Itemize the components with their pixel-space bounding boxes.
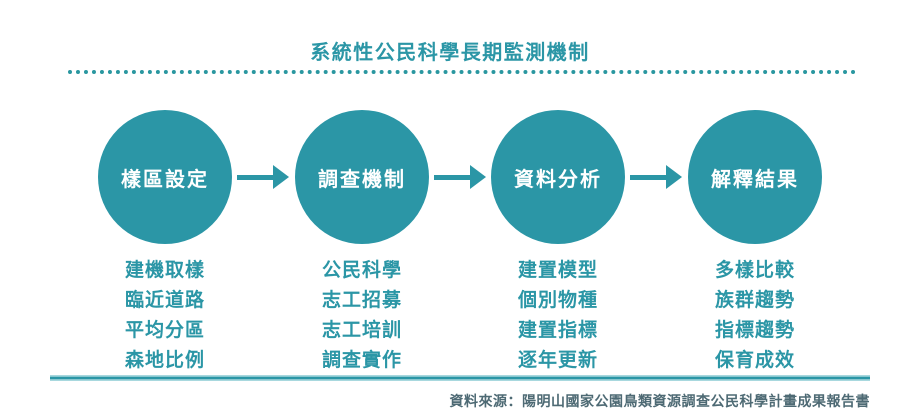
stage-circle-1: 樣區設定 xyxy=(98,110,232,244)
stage-circle-4: 解釋結果 xyxy=(688,110,822,244)
stage-item: 調查實作 xyxy=(321,350,402,371)
stage-label: 調查機制 xyxy=(318,168,406,191)
stage-item: 森地比例 xyxy=(124,350,205,371)
arrow-shaft xyxy=(630,174,666,180)
flow-arrow-icon xyxy=(237,165,289,189)
bottom-divider xyxy=(50,375,870,381)
dotted-divider xyxy=(68,70,856,74)
arrow-head xyxy=(470,165,486,189)
arrow-shaft xyxy=(434,174,470,180)
stage-label: 樣區設定 xyxy=(121,168,209,191)
arrow-head xyxy=(273,165,289,189)
stage-items-3: 建置模型 個別物種 建置指標 逐年更新 xyxy=(481,256,635,376)
stage-item: 保育成效 xyxy=(714,350,795,371)
source-note: 資料來源：陽明山國家公園鳥類資源調查公民科學計畫成果報告書 xyxy=(449,393,870,409)
stage-circle-2: 調查機制 xyxy=(295,110,429,244)
stage-item: 個別物種 xyxy=(517,290,598,311)
stage-circle-3: 資料分析 xyxy=(491,110,625,244)
stage-item: 族群趨勢 xyxy=(714,290,795,311)
arrow-head xyxy=(666,165,682,189)
flow-arrow-icon xyxy=(434,165,486,189)
arrow-shaft xyxy=(237,174,273,180)
stage-items-4: 多樣比較 族群趨勢 指標趨勢 保育成效 xyxy=(678,256,832,376)
stage-item: 臨近道路 xyxy=(124,290,205,311)
stage-item: 指標趨勢 xyxy=(714,320,795,341)
stage-label: 解釋結果 xyxy=(711,168,799,191)
stage-item: 平均分區 xyxy=(124,320,205,341)
stage-item: 建置指標 xyxy=(517,320,598,341)
stage-items-1: 建機取樣 臨近道路 平均分區 森地比例 xyxy=(88,256,242,376)
stage-item: 建機取樣 xyxy=(124,260,205,281)
stage-item: 建置模型 xyxy=(517,260,598,281)
stage-items-2: 公民科學 志工招募 志工培訓 調查實作 xyxy=(285,256,439,376)
stage-item: 志工招募 xyxy=(321,290,402,311)
flow-arrow-icon xyxy=(630,165,682,189)
page-title: 系統性公民科學長期監測機制 xyxy=(310,42,590,64)
stage-item: 志工培訓 xyxy=(321,320,402,341)
stage-item: 公民科學 xyxy=(321,260,402,281)
stage-item: 逐年更新 xyxy=(517,350,598,371)
stage-item: 多樣比較 xyxy=(714,260,795,281)
stage-label: 資料分析 xyxy=(514,168,602,191)
